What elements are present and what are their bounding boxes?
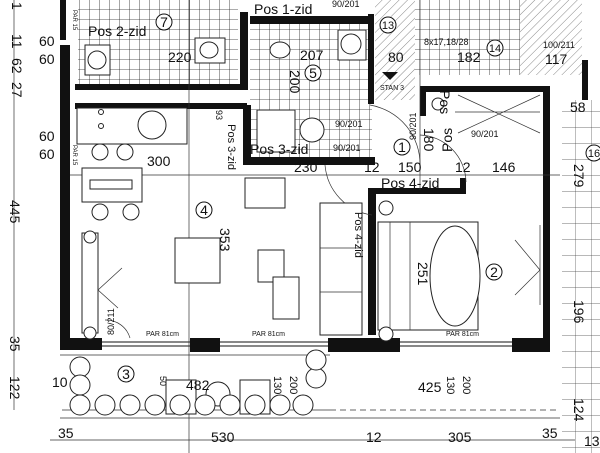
level-marker-icon — [382, 72, 398, 80]
opening-balcony-door: 80/211 — [106, 308, 116, 335]
dim-bottom-305: 305 — [448, 429, 472, 445]
dim-230: 230 — [294, 159, 318, 175]
dim-12b: 12 — [455, 159, 471, 175]
dim-220: 220 — [168, 49, 192, 65]
dimension-labels: 220 207 200 80 182 117 58 279 300 230 12… — [7, 2, 600, 449]
armchair — [174, 237, 221, 284]
opening-bath-door: 90/201 — [333, 143, 361, 153]
opening-stair-door: 100/211 — [543, 40, 575, 50]
dim-left-27: 27 — [9, 82, 25, 98]
windows — [63, 140, 512, 347]
dim-58: 58 — [570, 99, 586, 115]
dim-279: 279 — [571, 164, 587, 188]
sofa — [319, 202, 363, 336]
room-number-13: 13 — [382, 20, 394, 32]
dim-10: 10 — [52, 374, 68, 390]
door-swings — [104, 94, 541, 339]
grid-lines — [13, 0, 575, 453]
dim-bottom-35a: 35 — [58, 425, 74, 441]
dim-130a: 130 — [271, 376, 283, 394]
dim-300: 300 — [147, 153, 171, 169]
room-number-5: 5 — [309, 65, 317, 81]
stair-hatch — [520, 0, 582, 75]
dim-200a: 200 — [287, 376, 299, 394]
dim-left-62: 62 — [9, 58, 25, 74]
opening-par-3: PAR 81cm — [446, 331, 479, 338]
dim-left-35: 35 — [7, 336, 23, 352]
wall-label-vertical-a: Pos 3-zid — [225, 124, 237, 170]
dim-146: 146 — [492, 159, 516, 175]
wall-label-vertical-b: Pos — [437, 90, 453, 114]
dim-bottom-530: 530 — [211, 429, 235, 445]
wall-label-pos3: Pos 3-zid — [250, 141, 308, 157]
dim-bottom-13: 13 — [584, 433, 600, 449]
radiator — [81, 232, 99, 334]
dim-60b: 60 — [39, 51, 55, 67]
opening-par-2: PAR 81cm — [252, 331, 285, 338]
furniture — [69, 29, 541, 416]
dim-12a: 12 — [364, 159, 380, 175]
dim-482: 482 — [186, 377, 210, 393]
dim-207: 207 — [300, 47, 324, 63]
stairs-spec: 8x17,18/28 — [424, 37, 469, 47]
dim-130b: 130 — [444, 376, 456, 394]
room-number-2: 2 — [490, 264, 498, 280]
kitchen-counter — [76, 107, 188, 145]
dim-117: 117 — [545, 51, 568, 67]
wall-label-pos1: Pos 1-zid — [254, 1, 312, 17]
opening-hall-door: 90/201 — [335, 119, 363, 129]
planters — [69, 349, 327, 416]
dim-bottom-12: 12 — [366, 429, 382, 445]
walls — [60, 0, 588, 352]
dim-150: 150 — [398, 159, 422, 175]
dim-left-122: 122 — [7, 376, 23, 400]
opening-entry-door: 90/201 — [408, 112, 418, 140]
dim-left-11: 11 — [9, 34, 25, 49]
dim-182: 182 — [457, 49, 481, 65]
dim-left-1: 1 — [9, 2, 25, 10]
shower — [256, 109, 296, 153]
dim-bottom-35b: 35 — [542, 425, 558, 441]
opening-par-side-b: PAR 15 — [71, 145, 77, 166]
room-number-7: 7 — [160, 14, 168, 30]
room-number-14: 14 — [489, 43, 501, 55]
wall-labels: Pos 1-zid Pos 2-zid Pos 3-zid Pos 4-zid … — [88, 1, 455, 258]
chair — [91, 143, 109, 161]
wall-label-pos4: Pos 4-zid — [381, 175, 439, 191]
room-13-hatch — [375, 0, 415, 100]
dim-60c: 60 — [39, 128, 55, 144]
wall-label-vertical-c: Pos 4-zid — [352, 212, 364, 258]
opening-closet-door: 90/201 — [471, 129, 499, 139]
armchair — [244, 177, 286, 209]
room-number-4: 4 — [200, 202, 208, 218]
room-number-16: 16 — [588, 148, 600, 160]
dim-200b: 200 — [460, 376, 472, 394]
wall-label-pos2: Pos 2-zid — [88, 23, 146, 39]
opening-par-1: PAR 81cm — [146, 331, 179, 338]
dim-93: 93 — [214, 110, 224, 120]
dim-425: 425 — [418, 379, 442, 395]
dim-50: 50 — [158, 376, 168, 386]
dim-60a: 60 — [39, 33, 55, 49]
room-numbers: 7 5 13 14 16 1 4 2 3 — [117, 13, 600, 383]
wall-label-vertical-d: Pos — [439, 128, 455, 152]
dim-124: 124 — [571, 398, 587, 422]
opening-par-side-a: PAR 15 — [71, 10, 77, 31]
sink — [299, 117, 325, 143]
dim-196: 196 — [571, 300, 587, 324]
room-14-stairs — [415, 0, 523, 75]
dim-251: 251 — [415, 262, 431, 286]
room-number-3: 3 — [122, 366, 130, 382]
dim-60d: 60 — [39, 146, 55, 162]
dim-180: 180 — [421, 128, 437, 152]
dim-353: 353 — [217, 228, 233, 252]
dim-left-445: 445 — [7, 200, 23, 224]
dim-80: 80 — [388, 49, 404, 65]
stairs-level: STAN 3 — [380, 85, 404, 92]
dim-200: 200 — [287, 70, 303, 94]
opening-labels: 90/201 90/201 90/201 90/201 90/201 100/2… — [71, 0, 575, 338]
room-number-1: 1 — [398, 139, 406, 155]
opening-top-door: 90/201 — [332, 0, 360, 9]
